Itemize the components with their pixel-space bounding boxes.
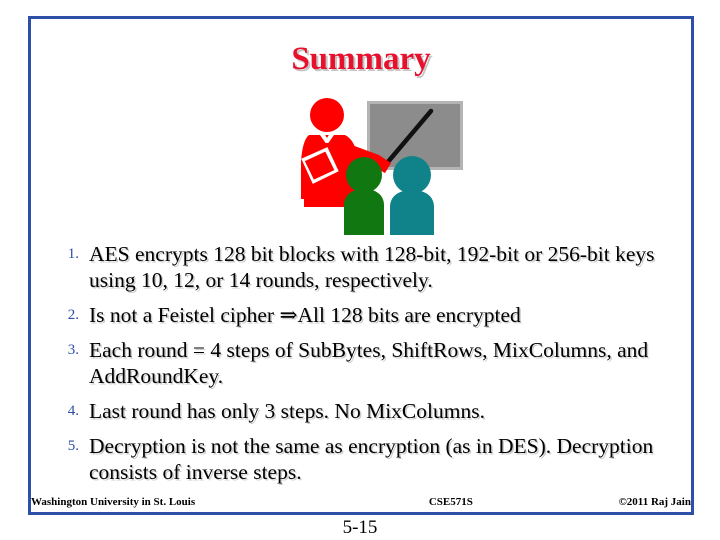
list-item-number: 5. xyxy=(67,438,79,454)
list-item-text: AES encrypts 128 bit blocks with 128-bit… xyxy=(89,242,655,292)
footer-course-code: CSE571S xyxy=(428,496,473,508)
footer-institution: Washington University in St. Louis xyxy=(31,496,196,508)
bullet-list: 1. AES encrypts 128 bit blocks with 128-… xyxy=(47,241,683,494)
list-item: 4. Last round has only 3 steps. No MixCo… xyxy=(47,398,683,424)
page-number: 5-15 xyxy=(342,517,378,538)
list-item-text: Is not a Feistel cipher ⇒All 128 bits ar… xyxy=(89,303,521,327)
teacher-at-blackboard-clipart xyxy=(279,83,479,238)
footer-copyright: ©2011 Raj Jain xyxy=(618,496,691,508)
slide-footer: Washington University in St. Louis CSE57… xyxy=(31,496,691,508)
list-item: 5. Decryption is not the same as encrypt… xyxy=(47,433,683,485)
list-item-text: Last round has only 3 steps. No MixColum… xyxy=(89,399,485,423)
page-title: Summary xyxy=(291,41,431,77)
list-item-text: Decryption is not the same as encryption… xyxy=(89,434,654,484)
list-item: 2. Is not a Feistel cipher ⇒All 128 bits… xyxy=(47,302,683,328)
list-item-number: 4. xyxy=(67,403,79,419)
list-item-text: Each round = 4 steps of SubBytes, ShiftR… xyxy=(89,338,649,388)
list-item: 1. AES encrypts 128 bit blocks with 128-… xyxy=(47,241,683,293)
slide-frame: Summary xyxy=(28,16,694,515)
list-item-number: 3. xyxy=(67,342,79,358)
list-item-number: 2. xyxy=(67,307,79,323)
list-item-number: 1. xyxy=(67,246,79,262)
list-item: 3. Each round = 4 steps of SubBytes, Shi… xyxy=(47,337,683,389)
